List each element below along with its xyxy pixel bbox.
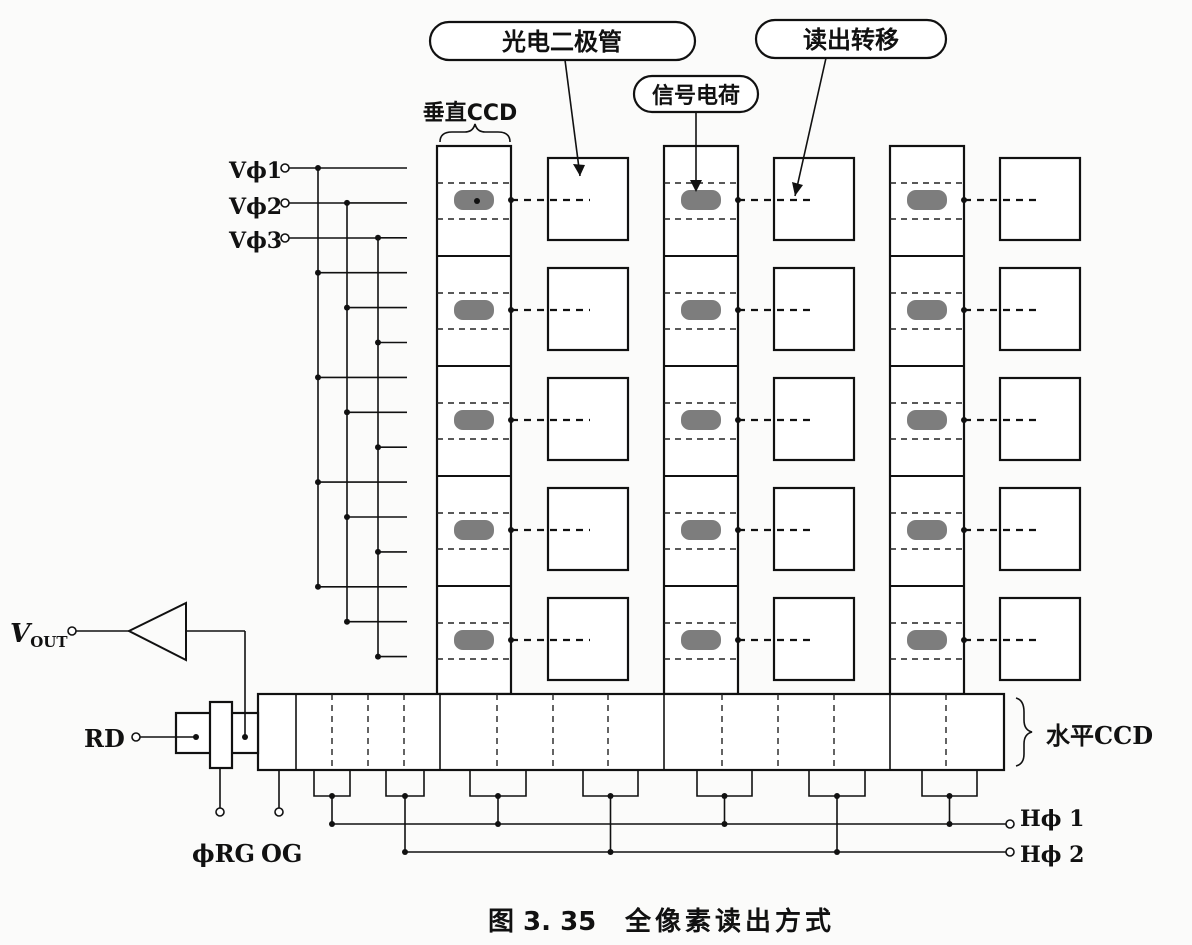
photodiode-cell xyxy=(772,596,856,682)
h-phi2-label: Hϕ 2 xyxy=(1020,842,1084,868)
photodiode-array xyxy=(546,156,1082,682)
signal-charge xyxy=(907,190,947,210)
v-phi3-label: Vϕ3 xyxy=(228,228,282,254)
v-phi2-label: Vϕ2 xyxy=(228,194,282,220)
signal-charge xyxy=(454,520,494,540)
signal-charge xyxy=(907,630,947,650)
output-stage xyxy=(67,601,284,817)
photodiode-cell xyxy=(546,156,630,242)
rd-terminal xyxy=(131,732,141,742)
signal-charge xyxy=(454,190,494,210)
og-label: OG xyxy=(261,839,302,868)
v-phi2-terminal xyxy=(280,198,290,208)
vertical-ccd-label: 垂直CCD xyxy=(423,100,518,126)
signal-charge xyxy=(907,520,947,540)
h-gate-connector xyxy=(385,770,425,797)
h-gate-connector xyxy=(808,770,866,797)
vertical-ccd-brace xyxy=(439,123,511,143)
h-phi1-terminal xyxy=(1005,819,1015,829)
phi-rg-label: ϕRG xyxy=(192,839,255,868)
photodiode-cell xyxy=(772,266,856,352)
v-phi1-terminal xyxy=(280,163,290,173)
h-gate-connector xyxy=(921,770,978,797)
photodiode-cell xyxy=(998,376,1082,462)
figure-title: 全像素读出方式 xyxy=(624,906,835,937)
horizontal-ccd-brace xyxy=(1015,697,1033,767)
signal-charge xyxy=(454,630,494,650)
signal-charge xyxy=(681,300,721,320)
charge-center xyxy=(474,198,480,204)
signal-charge xyxy=(454,300,494,320)
v-phi1-label: Vϕ1 xyxy=(228,158,282,184)
horizontal-ccd-register xyxy=(256,692,1006,772)
h-gate-connector xyxy=(469,770,527,797)
photodiode-cell xyxy=(546,486,630,572)
v-phi3-terminal xyxy=(280,233,290,243)
figure-caption: 图 3. 35 全像素读出方式 xyxy=(488,906,835,937)
og-terminal xyxy=(274,807,284,817)
horizontal-ccd xyxy=(256,692,1033,772)
photodiode-cell xyxy=(546,266,630,352)
reset-gate xyxy=(208,700,234,770)
photodiode-cell xyxy=(546,376,630,462)
photodiode-cell xyxy=(998,486,1082,572)
photodiode-cell xyxy=(998,596,1082,682)
signal-charge xyxy=(681,520,721,540)
h-phi2-terminal xyxy=(1005,847,1015,857)
photodiode-callout xyxy=(428,20,697,62)
horizontal-clock-bus xyxy=(313,770,1015,857)
photodiode-cell xyxy=(772,156,856,242)
signal-charge-label: 信号电荷 xyxy=(652,83,740,109)
callouts: 光电二极管 读出转移 信号电荷 垂直CCD xyxy=(423,18,948,197)
vertical-ccd-cell-dividers xyxy=(437,182,964,660)
h-gate-connector xyxy=(313,770,351,797)
h-gate-connector xyxy=(582,770,639,797)
terminal-labels: Vϕ1 Vϕ2 Vϕ3 VOUT RD ϕRG OG 水平CCD Hϕ 1 Hϕ… xyxy=(10,158,1153,868)
h-phi1-label: Hϕ 1 xyxy=(1020,806,1084,832)
photodiode-cell xyxy=(998,266,1082,352)
photodiode-label: 光电二极管 xyxy=(501,28,622,56)
vertical-clock-bus xyxy=(280,163,407,660)
signal-charge xyxy=(681,410,721,430)
readout-transfer-callout xyxy=(754,18,948,60)
phi-rg-terminal xyxy=(215,807,225,817)
photodiode-cell xyxy=(772,486,856,572)
signal-charge xyxy=(681,630,721,650)
signal-charge xyxy=(681,190,721,210)
signal-charge xyxy=(907,410,947,430)
photodiode-cell xyxy=(546,596,630,682)
signal-charge-array xyxy=(454,190,1042,650)
horizontal-ccd-label: 水平CCD xyxy=(1046,721,1153,750)
figure-number: 图 3. 35 xyxy=(488,907,596,937)
photodiode-cell xyxy=(772,376,856,462)
h-gate-connector xyxy=(696,770,753,797)
readout-transfer-label: 读出转移 xyxy=(803,26,899,54)
signal-charge xyxy=(454,410,494,430)
rd-label: RD xyxy=(84,724,125,753)
vout-label: VOUT xyxy=(10,619,68,651)
signal-charge xyxy=(907,300,947,320)
output-amplifier xyxy=(126,601,187,662)
vout-terminal xyxy=(67,626,77,636)
photodiode-cell xyxy=(998,156,1082,242)
